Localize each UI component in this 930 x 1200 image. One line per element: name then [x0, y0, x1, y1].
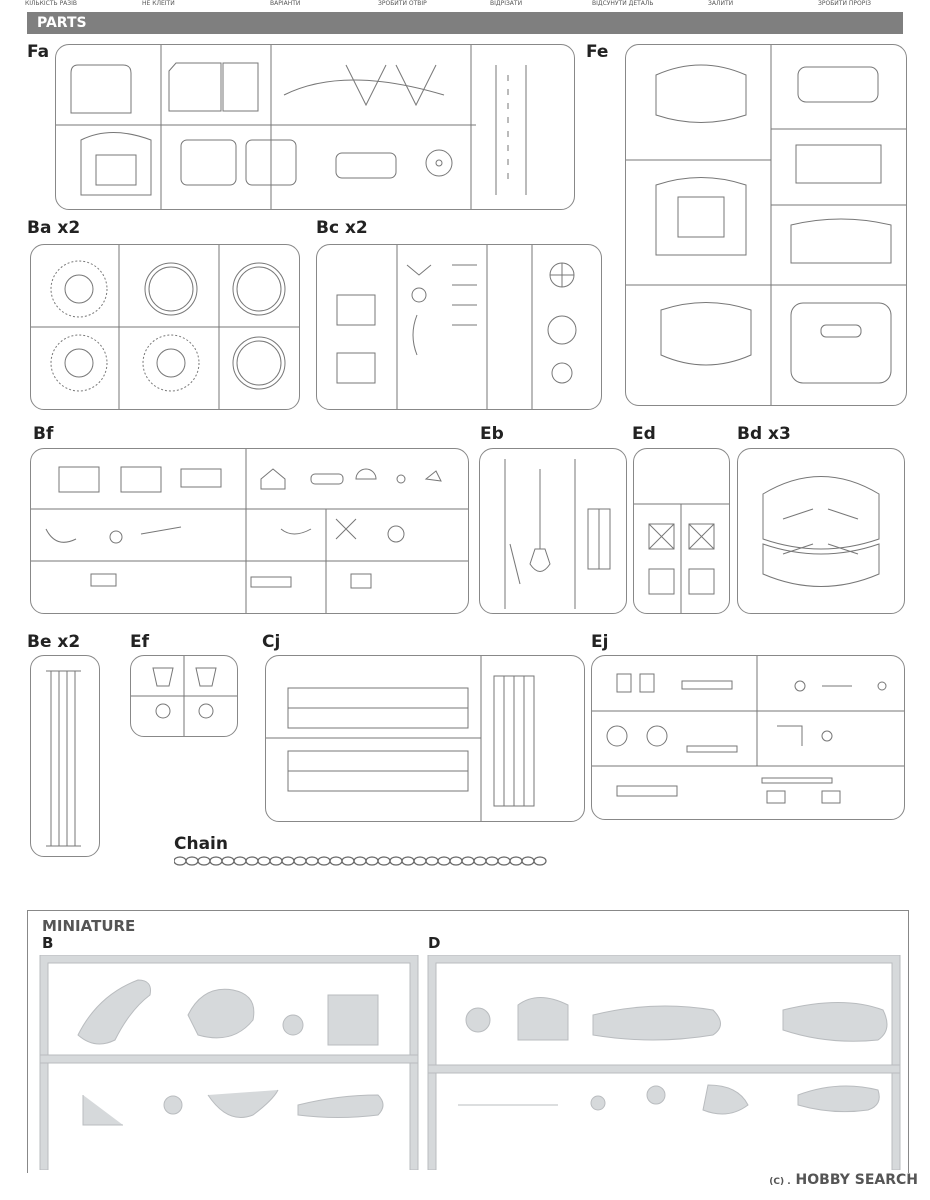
sprue-ef [130, 655, 238, 737]
parts-title: PARTS [37, 15, 87, 31]
sprue-label-be: Be x2 [27, 632, 81, 652]
sprue-cj-drawing [266, 656, 535, 821]
sprue-label-bc: Bc x2 [316, 218, 368, 238]
sprue-fe-drawing [626, 45, 906, 405]
sprue-bc [316, 244, 602, 410]
sprue-label-eb: Eb [480, 424, 504, 444]
header-item: ВІДСУНУТИ ДЕТАЛЬ [592, 0, 654, 7]
sprue-fa-drawing [56, 45, 527, 209]
sprue-label-fe: Fe [586, 42, 609, 62]
header-legend: КІЛЬКІСТЬ РАЗІВ НЕ КЛЕЇТИ ВАРІАНТИ ЗРОБИ… [0, 0, 930, 8]
miniature-label-d: D [428, 934, 441, 952]
sprue-fa [55, 44, 575, 210]
sprue-bf [30, 448, 469, 614]
miniature-title: MINIATURE [42, 917, 136, 935]
sprue-ed [633, 448, 730, 614]
sprue-bc-drawing [336, 245, 577, 409]
header-item: ЗРОБИТИ ПРОРІЗ [818, 0, 871, 7]
sprue-bd [737, 448, 905, 614]
sprue-cj [265, 655, 585, 822]
sprue-label-fa: Fa [27, 42, 50, 62]
chain-label: Chain [174, 834, 228, 854]
hobby-search-watermark: (C) . HOBBY SEARCH [769, 1172, 918, 1188]
sprue-bf-drawing [31, 449, 468, 613]
header-item: ЗРОБИТИ ОТВІР [378, 0, 427, 7]
watermark-brand: HOBBY SEARCH [795, 1172, 918, 1188]
sprue-label-ef: Ef [130, 632, 150, 652]
sprue-eb-drawing [504, 459, 611, 609]
header-item: ВІДРІЗАТИ [490, 0, 523, 7]
sprue-label-cj: Cj [262, 632, 281, 652]
parts-header-bar: PARTS [27, 12, 903, 34]
sprue-be-drawing [46, 670, 81, 847]
sprue-ba [30, 244, 300, 410]
sprue-label-ed: Ed [632, 424, 656, 444]
sprue-ej [591, 655, 905, 820]
sprue-eb [479, 448, 627, 614]
miniature-label-b: B [42, 934, 54, 952]
sprue-be [30, 655, 100, 857]
sprue-bd-drawing [762, 476, 880, 587]
sprue-ej-drawing [592, 656, 904, 804]
miniature-section [27, 910, 909, 1173]
sprue-label-bf: Bf [33, 424, 54, 444]
sprue-label-ej: Ej [591, 632, 609, 652]
header-item: ЗАЛИТИ [708, 0, 734, 7]
sprue-label-ba: Ba x2 [27, 218, 81, 238]
sprue-ef-drawing [131, 656, 237, 736]
header-item: НЕ КЛЕЇТИ [142, 0, 175, 7]
header-item: ВАРІАНТИ [270, 0, 301, 7]
header-item: КІЛЬКІСТЬ РАЗІВ [25, 0, 78, 7]
watermark-copyright: (C) . [769, 1177, 791, 1187]
sprue-label-bd: Bd x3 [737, 424, 791, 444]
chain-drawing [174, 856, 547, 866]
sprue-fe [625, 44, 907, 406]
sprue-ba-drawing [31, 245, 299, 409]
miniature-sprues-drawing [39, 955, 901, 1170]
sprue-ed-drawing [634, 503, 729, 613]
